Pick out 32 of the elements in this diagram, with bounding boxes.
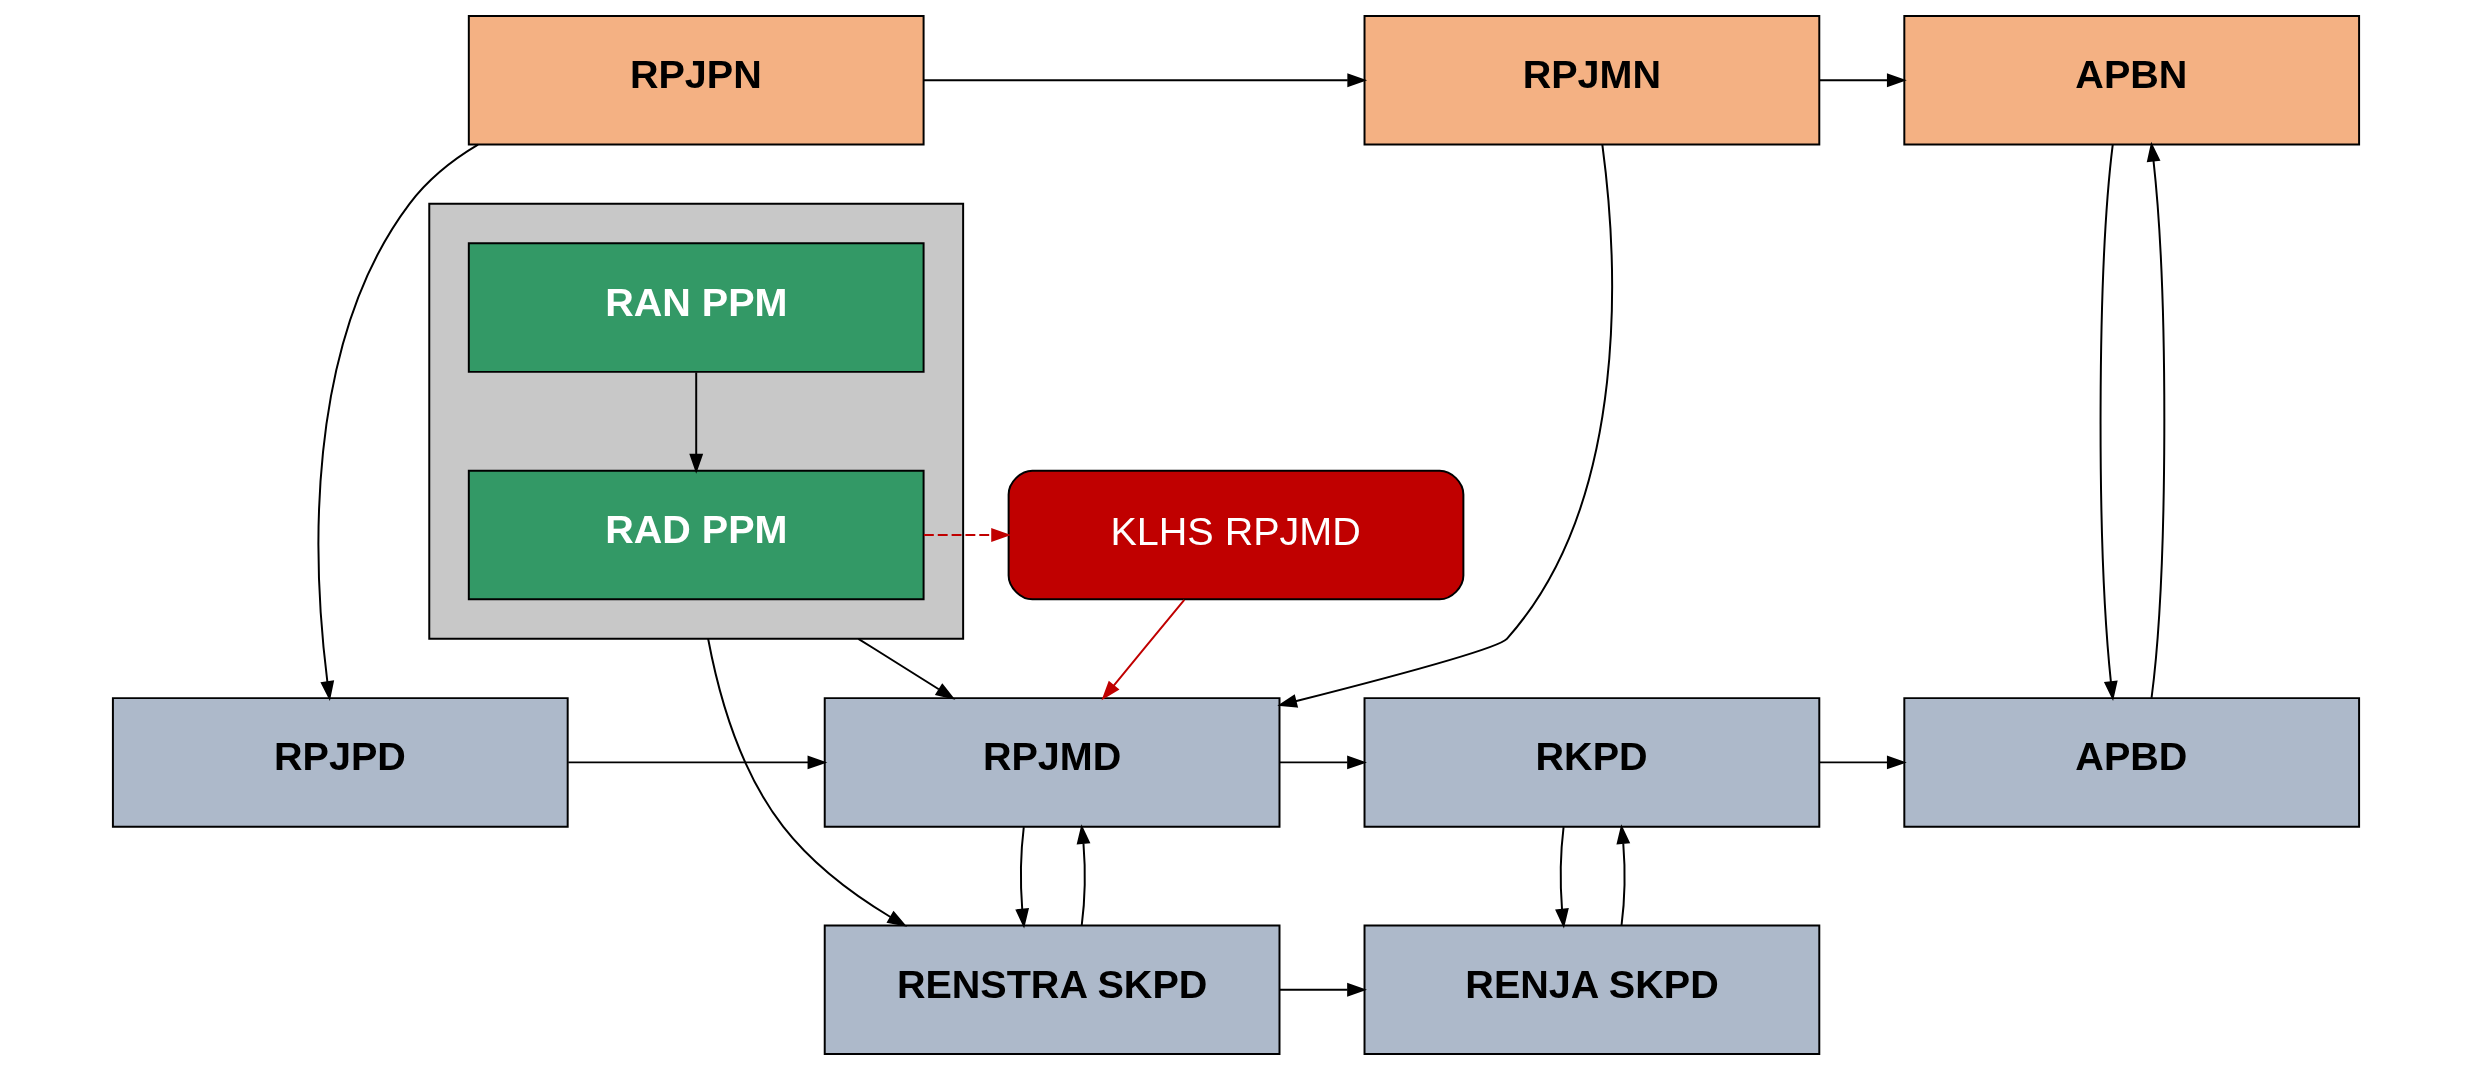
arrow (317, 143, 479, 701)
arrow (706, 637, 907, 927)
arrow (1278, 755, 1367, 770)
node-box: RPJPN (467, 15, 925, 146)
arrow (1276, 143, 1613, 708)
arrow (1101, 598, 1185, 701)
node-box: RAD PPM (467, 469, 925, 601)
arrow (1818, 73, 1907, 88)
cluster (427, 202, 964, 640)
node-box: APBD (1902, 697, 2360, 828)
node-box: RKPD (1363, 697, 1820, 828)
node-box: RAN PPM (467, 242, 925, 373)
arrow (2099, 143, 2118, 701)
node-box: RPJMD (823, 697, 1280, 828)
arrow (922, 528, 1011, 542)
arrow (856, 637, 955, 700)
node-box: RPJMN (1363, 15, 1820, 146)
node-box: KLHS RPJMD (1007, 469, 1464, 601)
node-box: RPJPD (111, 697, 569, 828)
arrow (688, 371, 703, 474)
node-box: RENSTRA SKPD (823, 924, 1280, 1055)
arrow (1278, 982, 1367, 997)
arrow (1554, 826, 1569, 929)
arrow (922, 73, 1367, 88)
node-box: APBN (1902, 15, 2360, 146)
arrow (1014, 826, 1029, 929)
arrow (1615, 824, 1630, 927)
arrow (566, 755, 827, 770)
arrow (1076, 824, 1090, 927)
node-box: RENJA SKPD (1363, 924, 1820, 1055)
arrow (1818, 755, 1907, 770)
arrow (2146, 141, 2165, 699)
